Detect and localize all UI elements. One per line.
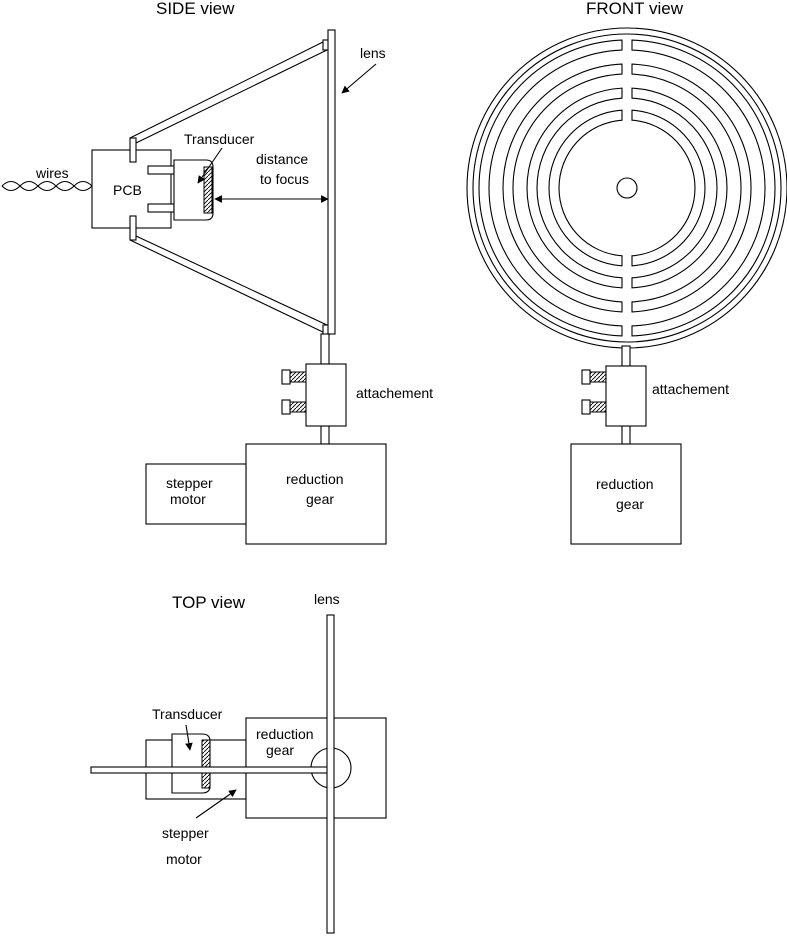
- wires-label: wires: [35, 165, 69, 181]
- front-outer-ring-1: [472, 33, 782, 343]
- top-view-title: TOP view: [172, 593, 246, 612]
- front-lens-rings: [466, 27, 787, 349]
- front-screw-bottom: [581, 399, 607, 415]
- side-transducer-pointer: [197, 147, 223, 184]
- top-stepper-label-2: motor: [166, 851, 202, 867]
- front-ring-band-3-right: [631, 109, 706, 267]
- top-lens: [326, 614, 335, 934]
- top-rod: [90, 766, 332, 774]
- mount-bar-bottom: [147, 203, 175, 213]
- top-stepper-pointer: [195, 789, 237, 819]
- side-screw-bottom: [281, 399, 307, 415]
- mount-bar-top: [147, 165, 175, 175]
- top-stepper-label-1: stepper: [162, 825, 209, 841]
- front-ring-band-1-left: [502, 63, 623, 313]
- front-ring-band-2-right: [631, 87, 728, 289]
- top-gear-label-2: gear: [266, 742, 294, 758]
- side-transducer-label: Transducer: [184, 131, 255, 147]
- front-attachement: [605, 365, 647, 427]
- top-transducer-label: Transducer: [152, 706, 223, 722]
- side-attachement: [305, 363, 347, 427]
- front-shaft-lower: [621, 425, 631, 445]
- pcb-label: PCB: [113, 182, 142, 198]
- side-stepper-label-1: stepper: [166, 475, 213, 491]
- side-shaft-lower: [320, 425, 330, 445]
- front-view-title: FRONT view: [586, 0, 684, 18]
- front-shaft-upper: [621, 345, 631, 367]
- front-ring-band-0-right: [631, 39, 776, 337]
- side-transducer-element: [203, 166, 213, 214]
- front-gear-label-2: gear: [616, 496, 644, 512]
- side-stepper-label-2: motor: [170, 491, 206, 507]
- front-ring-band-2-left: [526, 87, 623, 289]
- top-gear-label-1: reduction: [256, 726, 314, 742]
- side-stepper-motor: [145, 463, 247, 525]
- front-reduction-gear: [570, 443, 682, 545]
- top-view: TOP view lens Transducer reduction gear …: [90, 591, 387, 934]
- top-lens-label: lens: [314, 591, 340, 607]
- front-ring-band-0-left: [478, 39, 623, 337]
- side-attachement-label: attachement: [356, 385, 433, 401]
- front-lens-center: [616, 177, 638, 199]
- side-lens-label: lens: [360, 45, 386, 61]
- side-view-title: SIDE view: [156, 0, 235, 18]
- front-ring-band-1-right: [631, 63, 752, 313]
- pcb-box: [91, 149, 172, 229]
- front-ring-band-3-left: [548, 109, 623, 267]
- front-screw-top: [581, 369, 607, 385]
- side-shaft-upper: [320, 333, 330, 365]
- top-transducer-element: [201, 739, 211, 789]
- top-transducer-pointer: [185, 724, 193, 751]
- front-attachement-label: attachement: [652, 381, 729, 397]
- distance-label-2: to focus: [260, 171, 309, 187]
- front-view: FRONT view attachement reduction gear: [466, 0, 787, 545]
- side-view: SIDE view wires PCB Transducer: [1, 0, 433, 545]
- side-lens-pointer: [341, 63, 377, 94]
- front-gear-label-1: reduction: [596, 476, 654, 492]
- side-gear-label-2: gear: [306, 491, 334, 507]
- side-screw-top: [281, 369, 307, 385]
- distance-label-1: distance: [256, 151, 308, 167]
- side-lens: [327, 29, 336, 335]
- side-wires: [1, 180, 93, 192]
- side-gear-label-1: reduction: [286, 471, 344, 487]
